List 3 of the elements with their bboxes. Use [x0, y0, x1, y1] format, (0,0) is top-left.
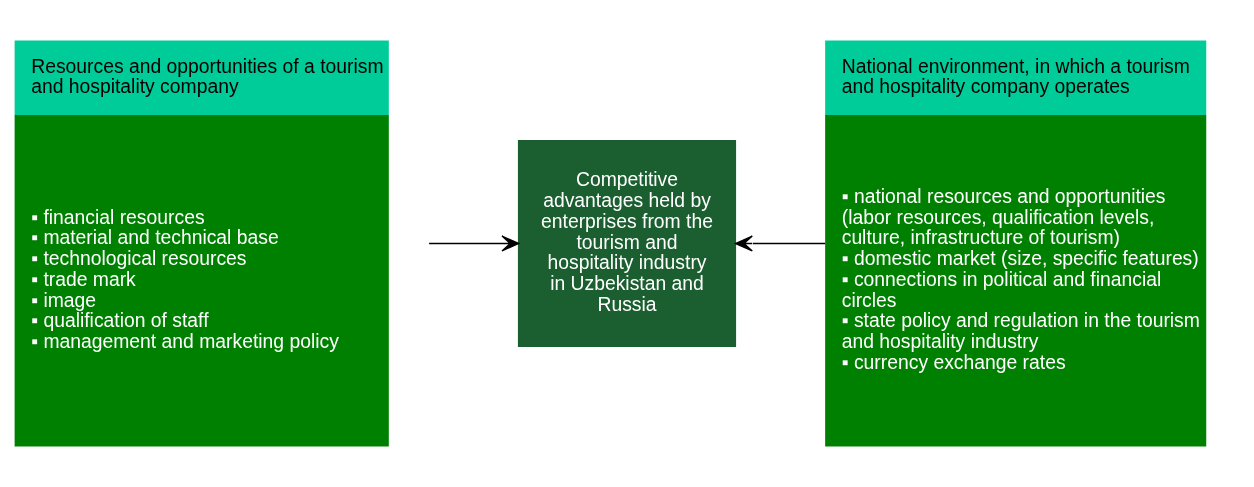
node-box: Competitive advantages held by enterprises from the tourism and hospitality industry in Uzbekistan and Russia	[517, 139, 737, 348]
arrow	[428, 235, 520, 252]
arrow	[735, 235, 826, 252]
